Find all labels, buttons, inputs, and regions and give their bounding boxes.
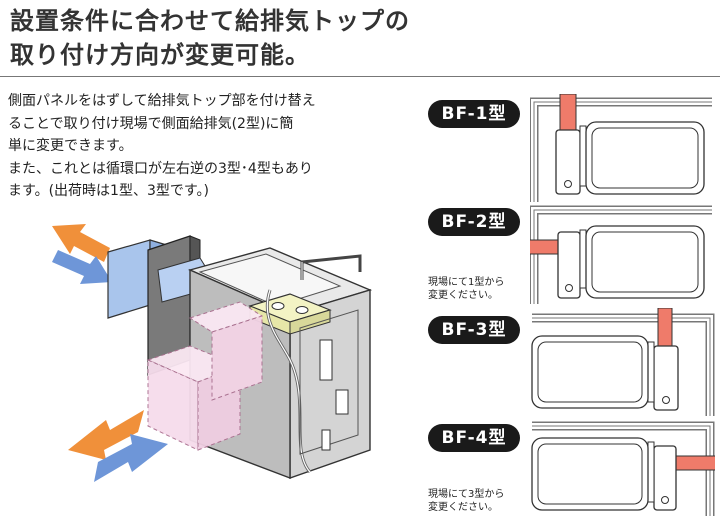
description-line: ます。(出荷時は1型、3型です。) [8, 183, 209, 199]
title-line-2: 取り付け方向が変更可能。 [10, 41, 310, 69]
title-line-1: 設置条件に合わせて給排気トップの [10, 7, 410, 35]
intake-arrow-blue-icon [52, 250, 112, 284]
note-line: 現場にて3型から [428, 489, 505, 500]
side-exhaust-arrow-orange-icon [68, 410, 144, 460]
type-badge-bf-3: BF-3型 [428, 316, 520, 344]
bf-2-diagram [530, 205, 712, 304]
bath-unit-illustration [52, 224, 373, 482]
alternate-vent-ghost [146, 301, 264, 451]
description-text: 側面パネルをはずして給排気トップ部を付け替え ることで取り付け現場で側面給排気(… [8, 90, 398, 203]
type-badge-bf-4: BF-4型 [428, 424, 520, 452]
note-line: 変更ください。 [428, 502, 498, 513]
type-badge-bf-1: BF-1型 [428, 100, 520, 128]
bf-4-note: 現場にて3型から 変更ください。 [428, 488, 504, 514]
front-panel-detail [299, 309, 359, 455]
bf-4-diagram [531, 421, 715, 516]
type-badge-bf-2: BF-2型 [428, 208, 520, 236]
note-line: 現場にて1型から [428, 277, 505, 288]
bf-2-note: 現場にて1型から 変更ください。 [428, 276, 504, 302]
vent-duct [107, 239, 151, 319]
description-line: また、これとは循環口が左右逆の3型･4型もあり [8, 160, 313, 177]
side-intake-arrow-blue-icon [94, 434, 168, 482]
exhaust-arrow-orange-icon [52, 224, 110, 262]
title-divider [0, 76, 720, 77]
bf-3-diagram [531, 308, 715, 416]
description-line: 側面パネルをはずして給排気トップ部を付け替え [8, 93, 316, 109]
description-line: 単に変更できます。 [8, 138, 133, 154]
page-title: 設置条件に合わせて給排気トップの 取り付け方向が変更可能。 [10, 4, 710, 72]
description-line: ることで取り付け現場で側面給排気(2型)に簡 [8, 115, 294, 132]
note-line: 変更ください。 [428, 290, 498, 301]
bf-1-diagram [530, 94, 712, 202]
